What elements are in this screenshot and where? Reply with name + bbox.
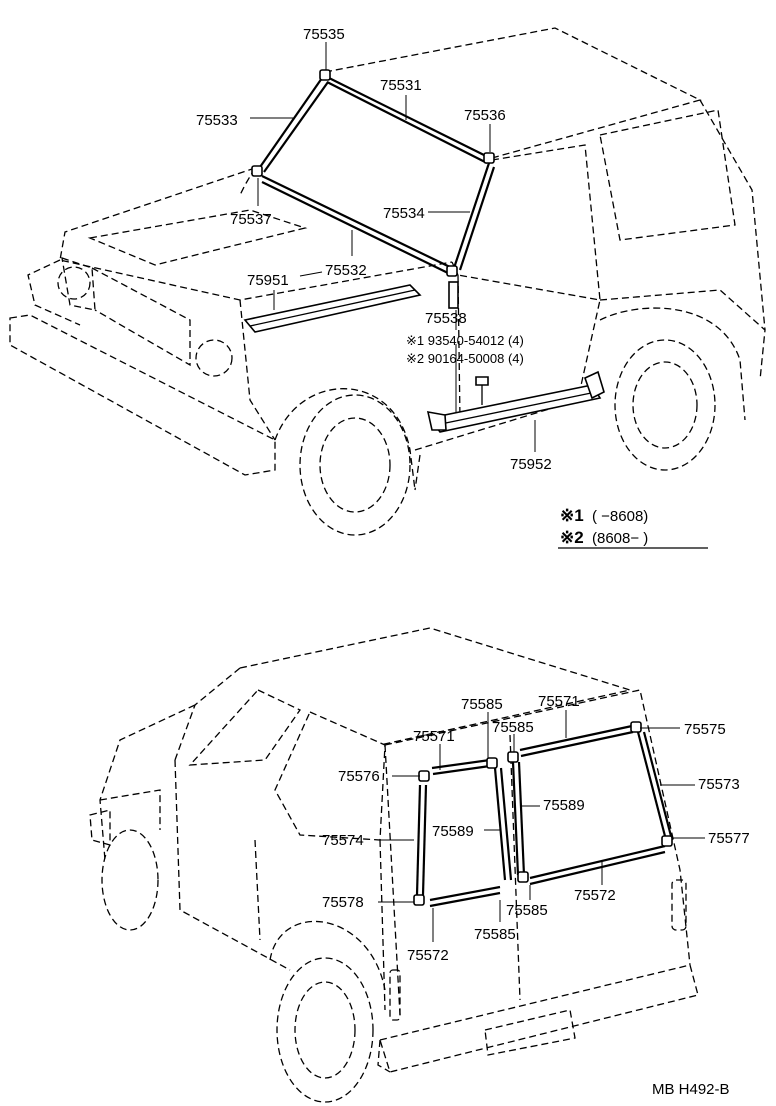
rear-right-corner-top-right [630,721,642,733]
label-75576: 75576 [338,768,380,785]
bolt-icon [475,376,489,386]
label-bolt-90164: ※2 90164-50008 (4) [406,351,524,366]
legend-range-1: ( −8608) [592,508,648,525]
rear-left-corner-bottom [413,894,425,906]
label-75573: 75573 [698,776,740,793]
front-vehicle-drawing [9,27,766,536]
label-75585-mid: 75585 [492,719,534,736]
label-75952: 75952 [510,456,552,473]
legend-range-2: (8608− ) [592,530,648,547]
drawing-code: MB H492-B [652,1081,730,1098]
label-75572-right: 75572 [574,887,616,904]
label-75585-top: 75585 [461,696,503,713]
rear-vehicle-drawing [89,627,699,1103]
label-75537: 75537 [230,211,272,228]
front-weatherstrip-parts [243,69,605,433]
rear-right-corner-bottom-right [661,835,673,847]
label-75585-low: 75585 [506,902,548,919]
rear-part-labels: 75585 75571 75571 75585 75575 75576 7557… [322,693,750,964]
label-75538: 75538 [425,310,467,327]
label-75585-bottom: 75585 [474,926,516,943]
legend-mark-1: ※1 [560,506,584,525]
label-bolt-93540: ※1 93540-54012 (4) [406,333,524,348]
rear-left-corner-top [418,770,430,782]
legend: ※1 ( −8608) ※2 (8608− ) [558,506,708,549]
label-75571-left: 75571 [413,728,455,745]
label-75577: 75577 [708,830,750,847]
label-75533: 75533 [196,112,238,129]
label-75536: 75536 [464,107,506,124]
label-75574: 75574 [322,832,364,849]
windshield-corner-bottom-left [251,165,263,177]
rear-leader-lines [378,710,705,942]
label-75571-right: 75571 [538,693,580,710]
label-75589-right: 75589 [543,797,585,814]
windshield-corner-top-left [319,69,331,81]
label-75534: 75534 [383,205,425,222]
label-75535: 75535 [303,26,345,43]
front-part-labels: 75535 75531 75533 75536 75534 75537 7553… [196,26,552,473]
label-75531: 75531 [380,77,422,94]
label-75575: 75575 [684,721,726,738]
windshield-corner-top-right [483,152,495,164]
legend-mark-2: ※2 [560,528,584,547]
rear-right-corner-top-left [507,751,519,763]
label-75578: 75578 [322,894,364,911]
label-75951: 75951 [247,272,289,289]
label-75532: 75532 [325,262,367,279]
front-leader-lines [250,42,536,452]
rear-weatherstrip-parts [413,721,674,908]
windshield-corner-bottom-right [446,265,458,277]
label-75589-left: 75589 [432,823,474,840]
label-75572-left: 75572 [407,947,449,964]
pillar-seal [448,281,459,309]
